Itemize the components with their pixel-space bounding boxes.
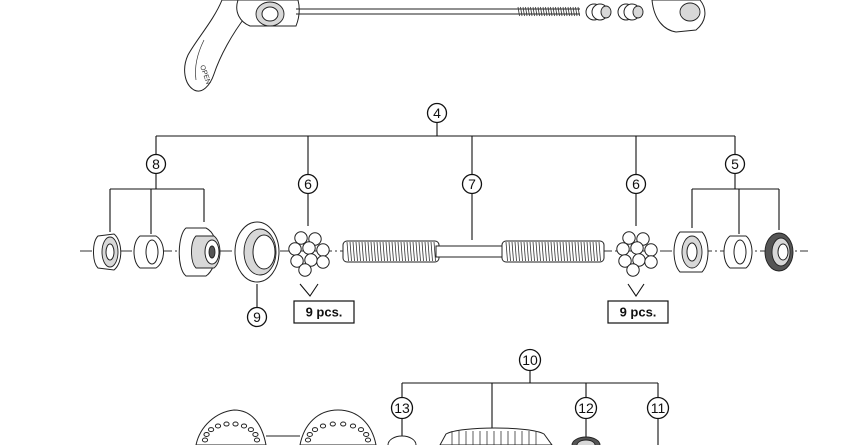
callout-13: 13 — [390, 396, 414, 420]
skewer-spring-left — [585, 3, 612, 21]
quantity-label-left-text: 9 pcs. — [306, 305, 343, 320]
cone-left — [178, 227, 221, 277]
washer-right — [723, 235, 753, 269]
freehub-washer — [387, 435, 417, 445]
callout-7: 7 — [461, 173, 483, 195]
quantity-label-right-text: 9 pcs. — [620, 305, 657, 320]
svg-text:4: 4 — [433, 105, 441, 121]
leader-lines-5 — [691, 173, 780, 234]
callout-8: 8 — [145, 153, 167, 175]
svg-text:7: 7 — [468, 176, 476, 192]
washer-left — [133, 235, 164, 269]
leader-lines-8 — [109, 173, 205, 234]
callout-11: 11 — [646, 396, 670, 420]
svg-text:13: 13 — [394, 400, 410, 416]
svg-text:8: 8 — [152, 156, 160, 172]
callout-4: 4 — [426, 102, 448, 124]
callout-12: 12 — [574, 396, 598, 420]
svg-text:6: 6 — [304, 176, 312, 192]
freehub-body — [439, 427, 553, 445]
hub-body — [195, 409, 377, 445]
callout-10: 10 — [518, 348, 542, 372]
svg-text:5: 5 — [731, 156, 739, 172]
hub-axle — [342, 240, 605, 263]
lock-nut-right — [764, 232, 794, 272]
quantity-label-left: 9 pcs. — [293, 283, 355, 324]
lock-nut-left — [93, 233, 122, 271]
callout-9: 9 — [246, 306, 268, 328]
svg-text:11: 11 — [651, 400, 666, 416]
leader-lines-4 — [155, 122, 736, 175]
callout-6-right: 6 — [625, 173, 647, 195]
quantity-label-right: 9 pcs. — [607, 283, 669, 324]
cone-right — [673, 231, 709, 273]
quick-release-skewer: OPEN — [184, 0, 706, 92]
skewer-spring-right — [617, 3, 644, 21]
leader-lines-10 — [401, 370, 659, 445]
svg-text:9: 9 — [253, 309, 261, 325]
svg-text:6: 6 — [632, 176, 640, 192]
svg-text:12: 12 — [578, 400, 594, 416]
callout-5: 5 — [724, 153, 746, 175]
callout-6-left: 6 — [297, 173, 319, 195]
svg-text:10: 10 — [522, 352, 538, 368]
ball-bearings-right — [616, 231, 658, 277]
freehub-seal — [571, 436, 601, 445]
ball-bearings-left — [288, 231, 330, 277]
dust-cap — [234, 221, 280, 283]
